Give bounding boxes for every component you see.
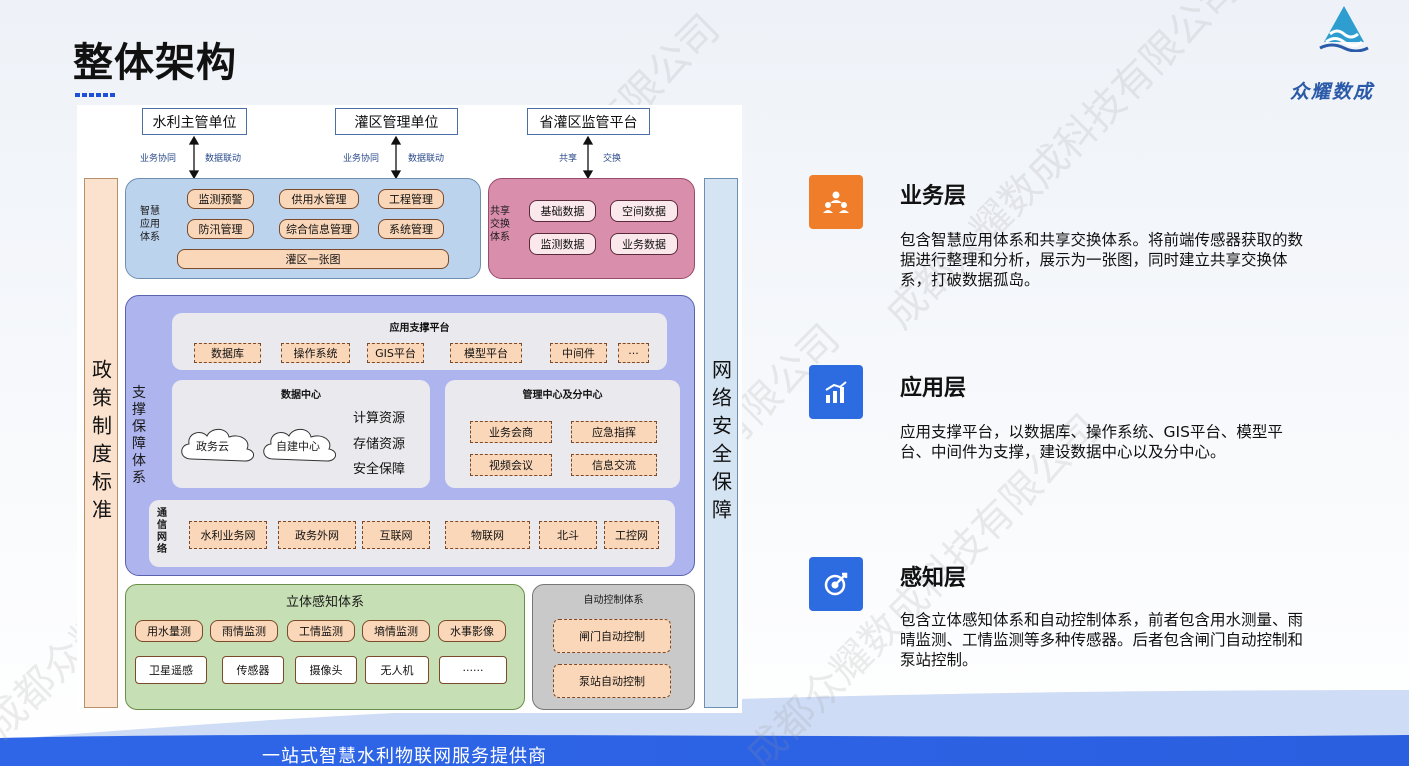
share-item: 业务数据 [610,233,678,255]
arrow-label: 数据联动 [205,154,242,164]
platform-item: ··· [618,343,649,363]
cloud-icon [263,428,336,462]
smart-application-label: 智慧应用体系 [140,206,160,243]
mgmt-item: 视频会议 [470,454,552,476]
resource-item: 安全保障 [353,462,406,477]
page-title: 整体架构 [73,40,237,86]
perception-title: 立体感知体系 [285,595,364,610]
top-unit: 灌区管理单位 [335,108,458,135]
section-title: 应用层 [900,376,967,401]
arrow-label: 交换 [603,154,622,164]
target-icon [809,557,863,611]
perception-section [125,584,525,710]
top-unit: 省灌区监管平台 [527,108,650,135]
perception-item: 墒情监测 [362,620,430,642]
share-item: 基础数据 [529,200,596,222]
business-item: 监测预警 [187,189,254,209]
cloud-label: 自建中心 [276,440,320,453]
platform-item: 中间件 [550,343,607,363]
platform-item: 模型平台 [450,343,522,363]
arrow-label: 共享 [559,154,578,164]
cloud-icon [181,428,254,462]
arrows [188,135,594,180]
network-security-column: 网络安全保障 [704,178,738,708]
business-item: 综合信息管理 [279,219,359,239]
auto-control-title: 自动控制体系 [583,595,644,606]
perception-item: 摄像头 [295,656,357,684]
mgmt-item: 业务会商 [470,421,552,443]
section-desc: 包含智慧应用体系和共享交换体系。将前端传感器获取的数据进行整理和分析，展示为一张… [900,231,1304,289]
arrow-label: 业务协同 [140,154,177,164]
perception-item: 卫星遥感 [135,656,207,684]
section-title: 感知层 [900,566,967,591]
mgmt-item: 应急指挥 [571,421,657,443]
network-label: 通信网络 [157,508,167,555]
share-exchange-label: 共享交换体系 [490,206,510,243]
cloud-label: 政务云 [196,440,229,453]
section-desc: 应用支撑平台，以数据库、操作系统、GIS平台、模型平台、中间件为支撑，建设数据中… [900,423,1283,461]
arrow-label: 数据联动 [408,154,445,164]
network-item: 物联网 [445,521,530,549]
resource-item: 存储资源 [353,437,406,452]
share-exchange-section [488,178,695,279]
perception-item: 雨情监测 [210,620,278,642]
logo-text: 众耀数成 [1290,81,1375,103]
business-item: 工程管理 [378,189,444,209]
perception-item: ······ [439,656,507,684]
control-item: 闸门自动控制 [553,619,671,653]
bar-chart-icon [809,365,863,419]
network-item: 互联网 [362,521,430,549]
share-item: 监测数据 [529,233,596,255]
perception-item: 工情监测 [287,620,355,642]
data-center-title: 数据中心 [281,390,321,401]
policy-standards-column: 政策制度标准 [84,178,118,708]
network-item: 工控网 [604,521,659,549]
share-item: 空间数据 [610,200,678,222]
business-item: 供用水管理 [279,189,359,209]
perception-item: 无人机 [365,656,429,684]
network-item: 水利业务网 [189,521,267,549]
network-item: 北斗 [539,521,597,549]
perception-item: 水事影像 [438,620,506,642]
app-platform-title: 应用支撑平台 [389,323,450,334]
irrigation-map-bar: 灌区一张图 [177,249,449,269]
section-title: 业务层 [900,184,967,209]
architecture-diagram: 水利主管单位 灌区管理单位 省灌区监管平台 业务协同 数据联动 业务协同 数据联… [77,105,742,713]
perception-item: 传感器 [222,656,284,684]
mgmt-center-title: 管理中心及分中心 [522,390,603,401]
users-icon [809,175,863,229]
platform-item: GIS平台 [367,343,424,363]
perception-item: 用水量测 [135,620,203,642]
mgmt-item: 信息交流 [571,454,657,476]
top-unit: 水利主管单位 [142,108,247,135]
resource-item: 计算资源 [353,411,406,426]
network-item: 政务外网 [278,521,356,549]
control-item: 泵站自动控制 [553,664,671,698]
logo-icon [1319,6,1369,52]
business-item: 防汛管理 [187,219,254,239]
support-label: 支撑保障体系 [132,385,146,486]
section-desc: 包含立体感知体系和自动控制体系，前者包含用水测量、雨晴监测、工情监测等多种传感器… [900,611,1304,669]
platform-item: 数据库 [194,343,261,363]
business-item: 系统管理 [378,219,444,239]
platform-item: 操作系统 [281,343,350,363]
footer-slogan: 一站式智慧水利物联网服务提供商 [262,746,547,766]
title-underline [75,93,117,97]
arrow-label: 业务协同 [343,154,380,164]
